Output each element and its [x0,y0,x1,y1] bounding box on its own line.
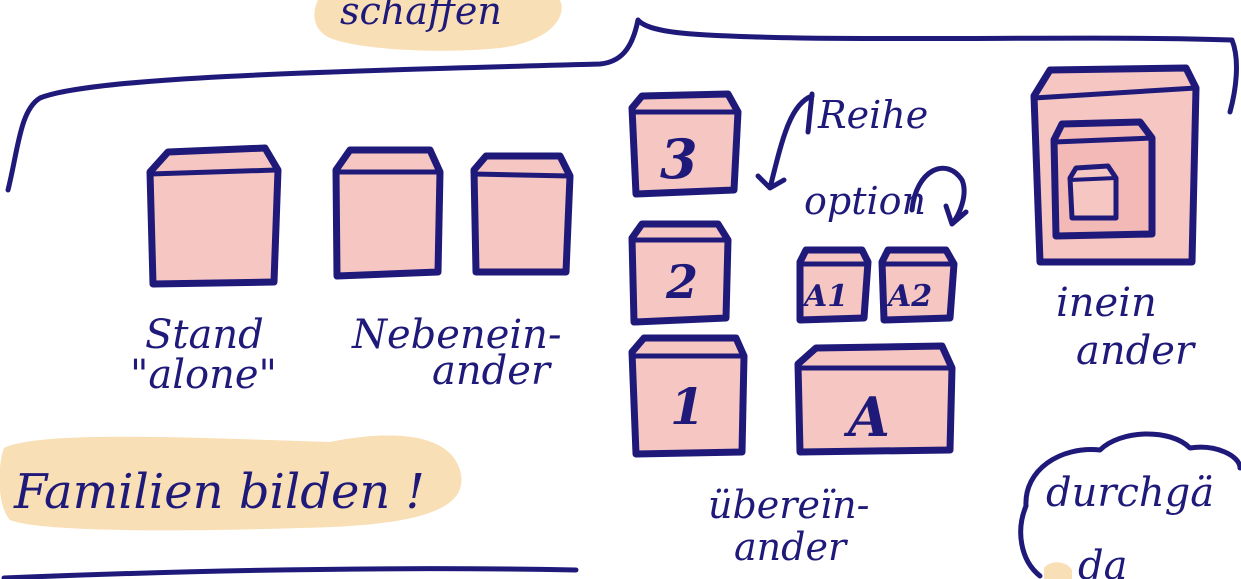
stack-letter-a2: A2 [885,279,932,314]
stack-number-2: 2 [665,255,698,309]
bottom-right-cloud [1018,431,1241,579]
stack-box-a [794,342,956,456]
nebeneinander-box-right [470,152,574,276]
stack-box-a2 [878,246,958,324]
bottom-left-highlight [0,435,462,531]
stack-box-a1 [796,246,872,324]
ineinander-label-2: ander [1076,328,1197,374]
stack-number-1: 1 [670,377,705,436]
standalone-label-1: Stand [145,312,264,358]
uebereinander-label-2: ander [734,525,849,569]
bottom-right-highlight [1044,562,1072,579]
stack-box-3 [628,90,742,198]
nebeneinander-label-1: Nebenein- [351,312,561,358]
ineinander-inner-box [1067,163,1119,221]
nebeneinander-label-2: ander [432,348,553,394]
nebeneinander-box-left [332,146,444,280]
stack-letter-a1: A1 [801,279,848,314]
option-note: option [804,179,926,223]
bottom-right-note: durchgä [1046,470,1214,516]
bottom-left-note: Familien bilden ! [13,464,425,520]
stack-letter-a: A [843,385,890,449]
stack-box-2 [628,220,732,326]
standalone-box [146,144,282,288]
reihe-note: Reihe [817,93,928,137]
stack-box-1 [628,334,748,458]
bottom-right-note-2: da [1078,543,1127,579]
brace-line [5,17,1239,193]
option-arrow [909,165,969,227]
reihe-bar [805,91,815,135]
top-note: schaffen [340,0,502,33]
top-highlight [314,0,562,51]
reihe-arrow [755,93,815,191]
stack-number-3: 3 [660,127,698,191]
bottom-rule [1,566,579,579]
uebereinander-label-1: übereïn- [708,483,869,527]
ineinander-label-1: inein [1056,280,1157,326]
standalone-label-2: "alone" [130,352,277,398]
